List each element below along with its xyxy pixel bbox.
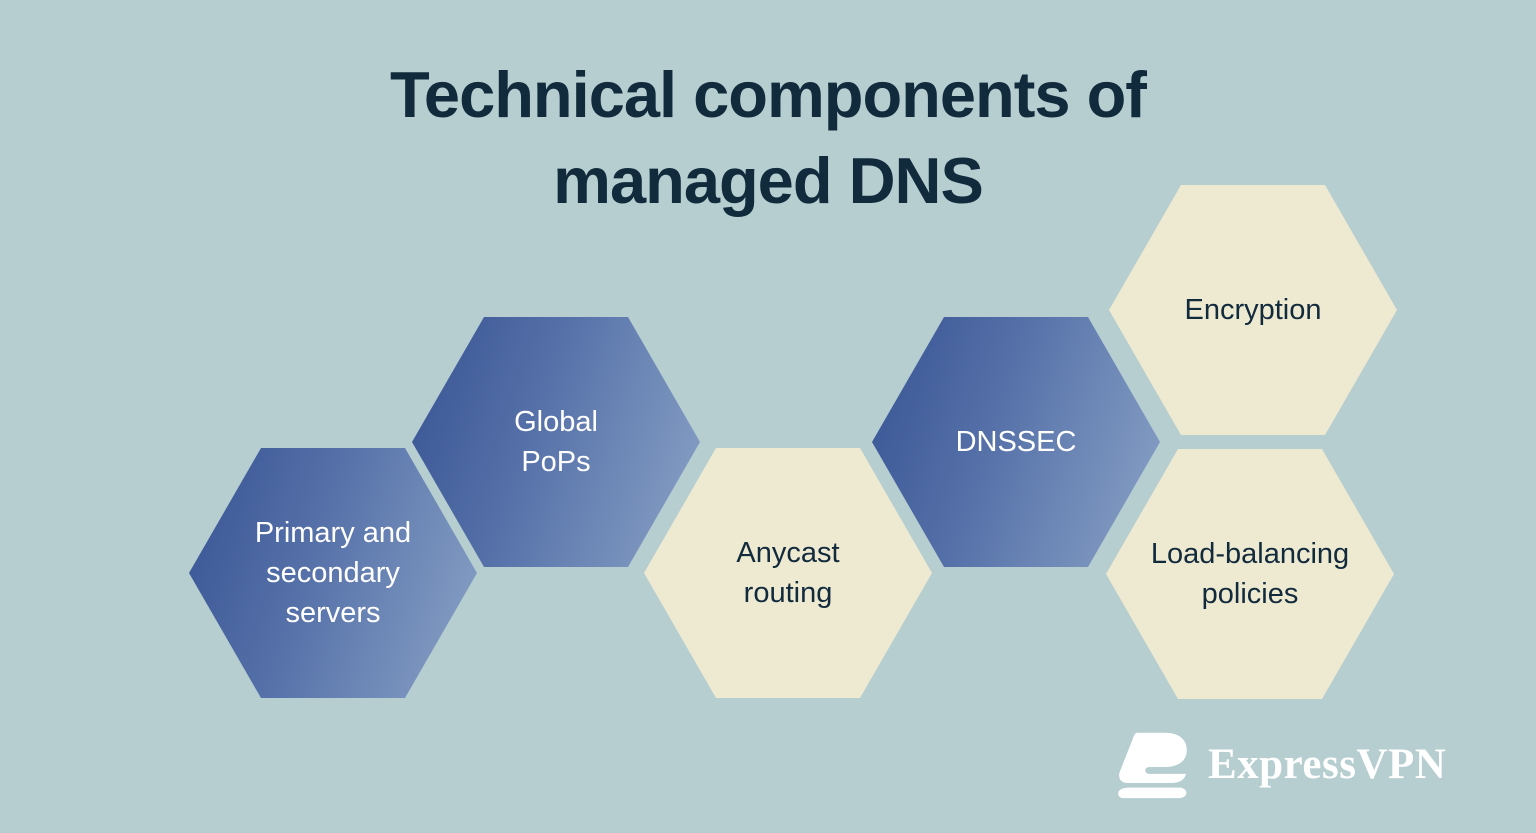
label-line: Encryption xyxy=(1184,294,1322,326)
brand-name: ExpressVPN xyxy=(1208,740,1447,788)
label-line: secondary xyxy=(266,557,400,589)
label-line: DNSSEC xyxy=(955,426,1077,458)
brand-logo: ExpressVPN xyxy=(1106,729,1446,799)
expressvpn-icon xyxy=(1106,729,1190,799)
hexagon-anycast-routing: Anycast routing xyxy=(644,448,932,698)
hexagon-label: DNSSEC xyxy=(956,422,1077,462)
hexagon-label: Primary and secondary servers xyxy=(255,513,411,633)
label-line: Load-balancing xyxy=(1150,538,1350,570)
hexagon-label: Anycast routing xyxy=(736,533,839,613)
label-line: servers xyxy=(285,597,381,629)
label-line: Global xyxy=(514,406,598,438)
hexagon-global-pops: Global PoPs xyxy=(412,317,700,567)
label-line: routing xyxy=(743,577,833,609)
title-line-2: managed DNS xyxy=(553,144,984,217)
label-line: PoPs xyxy=(521,446,591,478)
label-line: Anycast xyxy=(736,537,840,569)
label-line: Primary and xyxy=(254,517,412,549)
hexagon-label: Global PoPs xyxy=(514,402,598,482)
title-line-1: Technical components of xyxy=(390,58,1147,131)
hexagon-label: Load-balancing policies xyxy=(1151,534,1349,614)
hexagon-load-balancing-policies: Load-balancing policies xyxy=(1106,449,1394,699)
hexagon-dnssec: DNSSEC xyxy=(872,317,1160,567)
page-title: Technical components of managed DNS xyxy=(0,52,1536,224)
hexagon-primary-secondary-servers: Primary and secondary servers xyxy=(189,448,477,698)
label-line: policies xyxy=(1201,578,1299,610)
hexagon-label: Encryption xyxy=(1184,290,1321,330)
